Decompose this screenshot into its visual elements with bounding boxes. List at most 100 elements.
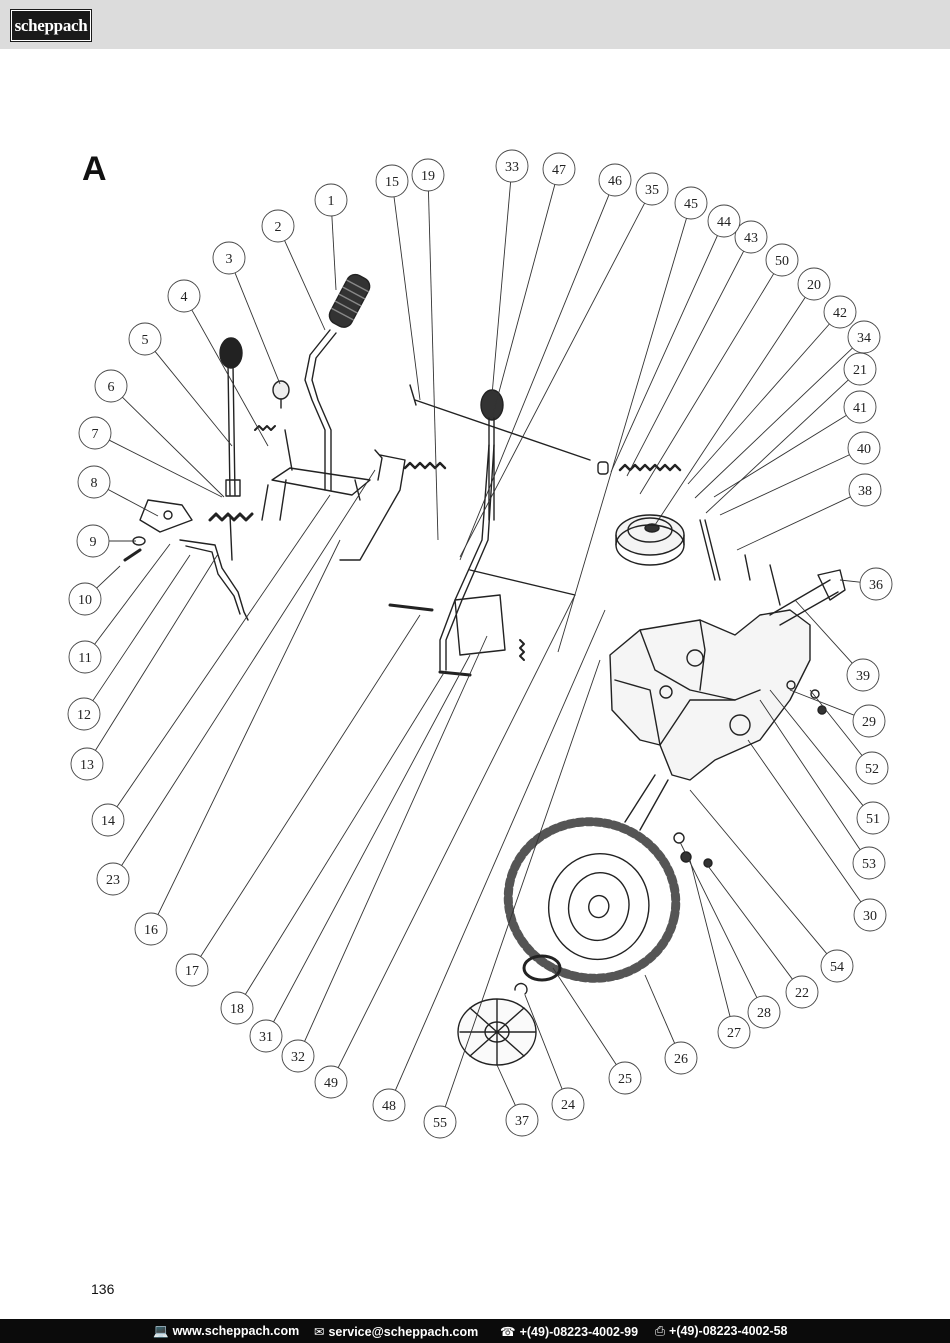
callout-number-3: 3 <box>226 252 233 267</box>
callout-39: 39 <box>846 658 880 692</box>
leader-line-26 <box>644 974 676 1044</box>
callout-20: 20 <box>797 267 831 301</box>
leader-line-31 <box>273 654 471 1023</box>
callout-circle-27 <box>717 1015 751 1049</box>
leader-line-30 <box>747 739 862 903</box>
callout-number-1: 1 <box>328 194 335 209</box>
callout-circle-26 <box>664 1041 698 1075</box>
callout-number-10: 10 <box>78 593 92 608</box>
callout-circle-52 <box>855 751 889 785</box>
callout-number-28: 28 <box>757 1006 771 1021</box>
leader-line-17 <box>200 614 421 957</box>
callout-circle-46 <box>598 163 632 197</box>
callout-circle-54 <box>820 949 854 983</box>
callout-circle-37 <box>505 1103 539 1137</box>
callout-circle-50 <box>765 243 799 277</box>
callout-circle-6 <box>94 369 128 403</box>
callout-16: 16 <box>134 912 168 946</box>
callout-circle-23 <box>96 862 130 896</box>
callout-circle-44 <box>707 204 741 238</box>
callout-circle-41 <box>843 390 877 424</box>
callout-8: 8 <box>77 465 111 499</box>
callout-number-44: 44 <box>717 215 731 230</box>
callout-number-19: 19 <box>421 169 435 184</box>
callout-circle-17 <box>175 953 209 987</box>
footer-bar: 💻www.scheppach.com ✉service@scheppach.co… <box>0 1319 950 1343</box>
leader-line-4 <box>191 309 269 447</box>
callout-circle-36 <box>859 567 893 601</box>
callout-36: 36 <box>859 567 893 601</box>
leader-line-16 <box>157 539 341 915</box>
callout-circle-28 <box>747 995 781 1029</box>
callout-29: 29 <box>852 704 886 738</box>
leader-line-14 <box>116 494 331 808</box>
callout-number-32: 32 <box>291 1050 305 1065</box>
callout-number-4: 4 <box>181 290 188 305</box>
callout-number-6: 6 <box>108 380 115 395</box>
callout-number-30: 30 <box>863 909 877 924</box>
callout-circle-22 <box>785 975 819 1009</box>
callout-number-9: 9 <box>90 535 97 550</box>
callout-circle-38 <box>848 473 882 507</box>
callout-number-42: 42 <box>833 306 847 321</box>
callout-21: 21 <box>843 352 877 386</box>
callout-number-24: 24 <box>561 1098 575 1113</box>
callout-33: 33 <box>495 149 529 183</box>
callout-circle-29 <box>852 704 886 738</box>
leader-line-41 <box>713 415 847 498</box>
callout-46: 46 <box>598 163 632 197</box>
leader-line-15 <box>393 196 421 401</box>
footer-email[interactable]: ✉service@scheppach.com <box>314 1325 479 1339</box>
callout-38: 38 <box>848 473 882 507</box>
callout-number-12: 12 <box>77 708 91 723</box>
callout-circle-18 <box>220 991 254 1025</box>
leader-line-7 <box>109 439 223 498</box>
callout-circle-3 <box>212 241 246 275</box>
callout-circle-35 <box>635 172 669 206</box>
leader-line-51 <box>769 689 864 806</box>
callout-circle-11 <box>68 640 102 674</box>
page-number: 136 <box>91 1281 115 1297</box>
callout-3: 3 <box>212 241 246 275</box>
callout-31: 31 <box>249 1019 283 1053</box>
callout-number-20: 20 <box>807 278 821 293</box>
callout-number-55: 55 <box>433 1116 447 1131</box>
leader-line-36 <box>839 579 861 583</box>
callout-circle-4 <box>167 279 201 313</box>
leader-line-25 <box>552 967 617 1065</box>
callout-number-13: 13 <box>80 758 94 773</box>
leader-line-3 <box>234 272 281 385</box>
leader-line-11 <box>94 543 171 645</box>
callout-circle-12 <box>67 697 101 731</box>
callout-circle-5 <box>128 322 162 356</box>
footer-website[interactable]: 💻www.scheppach.com <box>153 1324 300 1338</box>
callout-22: 22 <box>785 975 819 1009</box>
callout-18: 18 <box>220 991 254 1025</box>
leader-line-1 <box>331 215 337 291</box>
leader-line-28 <box>679 841 758 998</box>
callout-37: 37 <box>505 1103 539 1137</box>
callout-circle-20 <box>797 267 831 301</box>
callout-49: 49 <box>314 1065 348 1099</box>
leader-line-43 <box>626 250 745 477</box>
leader-line-24 <box>524 994 563 1090</box>
callout-9: 9 <box>76 524 110 558</box>
callout-circle-14 <box>91 803 125 837</box>
callout-50: 50 <box>765 243 799 277</box>
callout-54: 54 <box>820 949 854 983</box>
leader-line-45 <box>557 218 687 653</box>
leader-line-38 <box>736 496 851 551</box>
callout-25: 25 <box>608 1061 642 1095</box>
leader-line-48 <box>394 609 606 1091</box>
callout-45: 45 <box>674 186 708 220</box>
callout-circle-15 <box>375 164 409 198</box>
callout-number-38: 38 <box>858 484 872 499</box>
callout-4: 4 <box>167 279 201 313</box>
callout-27: 27 <box>717 1015 751 1049</box>
callout-number-54: 54 <box>830 960 844 975</box>
callout-32: 32 <box>281 1039 315 1073</box>
callout-number-17: 17 <box>185 964 199 979</box>
callout-number-15: 15 <box>385 175 399 190</box>
callout-circle-53 <box>852 846 886 880</box>
leader-line-46 <box>459 194 610 561</box>
